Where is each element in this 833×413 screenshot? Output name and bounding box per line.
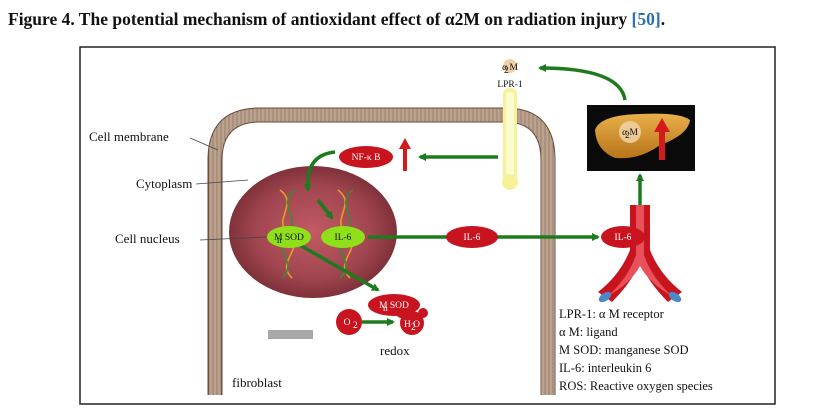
h2o-molecule: [396, 308, 428, 335]
arrow-nfkb-to-il6: [316, 198, 334, 220]
o2-subscript: 2: [353, 321, 358, 331]
liver-ligand-subscript: 2: [625, 131, 630, 141]
il6-cytoplasm-pill: [446, 226, 498, 248]
nfkb-label: NF-κ B: [352, 153, 381, 163]
cell-nucleus: [229, 166, 397, 298]
nfkb-pill: [339, 146, 393, 168]
legend-item-lpr1: LPR-1: α M receptor: [559, 307, 665, 321]
arrow-nfkb-to-mnsod: [303, 150, 336, 192]
cytoplasm-leader: [195, 179, 249, 185]
il6-vessel-label: IL-6: [615, 233, 632, 243]
legend-item-mnsod: M SOD: manganese SOD: [559, 343, 689, 357]
mnsod-nucleus-subscript: n: [277, 236, 282, 246]
il6-nucleus-pill: [321, 226, 365, 248]
cell-membrane-leader: [189, 137, 219, 151]
cell-membrane: [208, 108, 555, 395]
liver-ligand-blob: [619, 121, 641, 143]
fibroblast-label: fibroblast: [232, 375, 282, 390]
caption-reference-link[interactable]: [50]: [631, 9, 661, 29]
mnsod-nucleus-pill: [267, 226, 311, 248]
mnsod-cytoplasm-label: M SOD: [379, 301, 409, 311]
receptor-ligand-subscript: 2: [504, 66, 509, 76]
mnsod-nucleus-label: M SOD: [274, 233, 304, 243]
h2o-label: H O: [404, 320, 420, 330]
mnsod-cytoplasm-pill: [368, 294, 420, 316]
liver-organ: [595, 113, 690, 159]
o2-label: O: [344, 318, 351, 328]
membrane-outer-edge: [207, 107, 556, 395]
legend-item-ros: ROS: Reactive oxygen species: [559, 379, 713, 393]
arrow-liver-to-ligand: [538, 64, 627, 101]
mnsod-cytoplasm-subscript: n: [383, 304, 388, 314]
receptor-name-label: LPR-1: [497, 80, 523, 90]
o2-molecule: [336, 309, 362, 335]
h2o-subscript: 2: [411, 323, 416, 333]
liver-up-arrow: [654, 118, 670, 160]
il6-vessel-pill: [601, 226, 645, 248]
nfkb-up-arrow: [399, 138, 411, 171]
membrane-inner-edge: [221, 121, 542, 395]
blood-vessel: [598, 205, 682, 303]
liver-ligand-label: α M: [622, 128, 638, 138]
legend-item-il6: IL-6: interleukin 6: [559, 361, 651, 375]
legend: LPR-1: α M receptor α M: ligand M SOD: m…: [559, 307, 713, 393]
legend-item-ligand: α M: ligand: [559, 325, 618, 339]
cell-membrane-label: Cell membrane: [89, 129, 169, 144]
redox-label: redox: [380, 343, 410, 358]
il6-nucleus-label: IL-6: [335, 233, 352, 243]
cytoplasm-label: Cytoplasm: [136, 176, 192, 191]
cell-nucleus-leader: [199, 236, 267, 241]
cell-nucleus-label: Cell nucleus: [115, 231, 180, 246]
il6-cytoplasm-label: IL-6: [464, 233, 481, 243]
lpr1-receptor: [502, 59, 518, 190]
receptor-ligand-label: α M: [502, 63, 518, 73]
caption-text: Figure 4. The potential mechanism of ant…: [8, 9, 632, 29]
arrow-mnsod-to-cytoplasm: [297, 242, 380, 292]
caption-period: .: [660, 9, 666, 29]
grey-bar: [268, 330, 313, 339]
figure-caption: Figure 4. The potential mechanism of ant…: [8, 4, 826, 34]
